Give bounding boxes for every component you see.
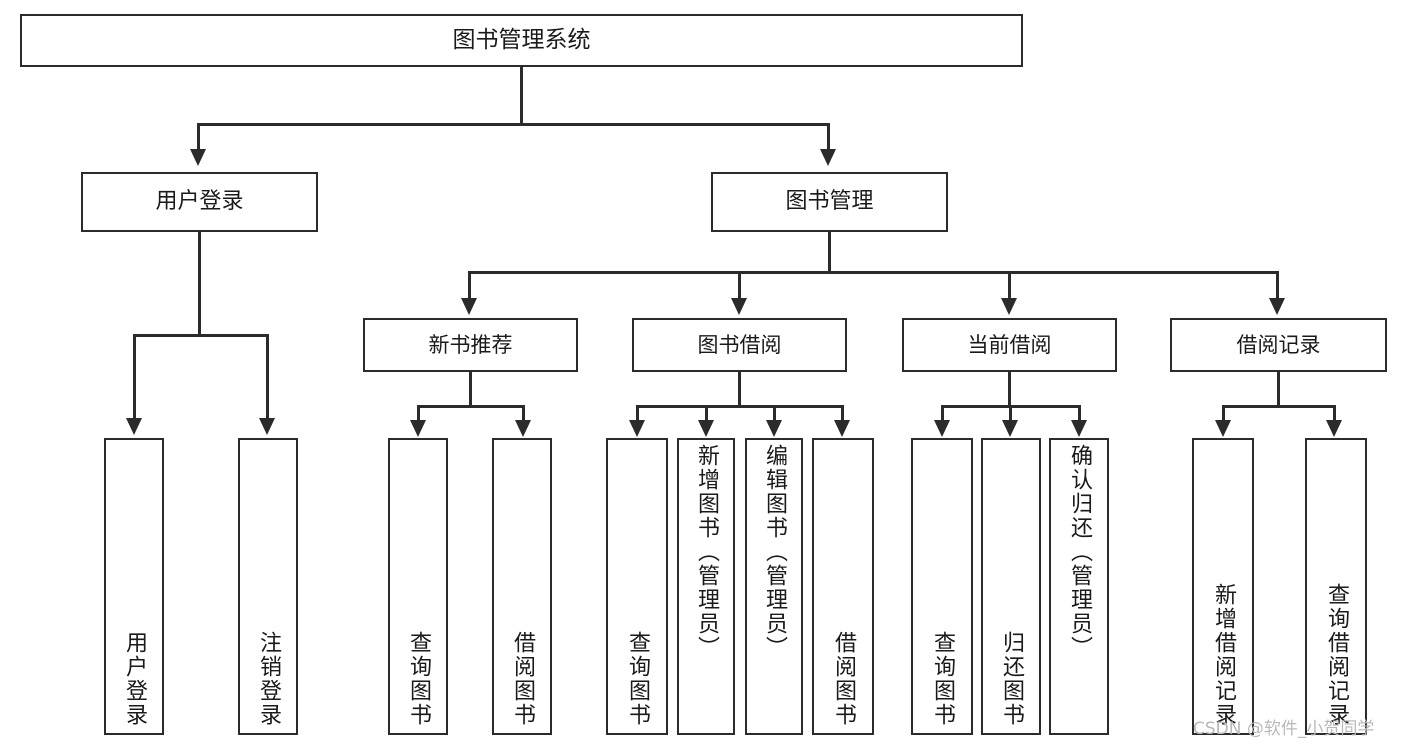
arrow-current-borrow-leaf2: [1002, 420, 1018, 437]
connector-to-book-borrow: [738, 271, 741, 300]
leaf-label: 借阅图书: [510, 631, 535, 727]
arrow-book-borrow-leaf3: [766, 420, 782, 437]
arrow-to-book-borrow: [731, 298, 747, 315]
arrow-user-login-leaf2: [259, 418, 275, 435]
node-label: 图书管理系统: [452, 26, 591, 53]
arrow-new-book-leaf1: [410, 420, 426, 437]
connector-book-manage-bus: [468, 271, 1279, 274]
connector-current-borrow-leaf2: [1009, 405, 1012, 423]
leaf-label: 查询图书: [930, 631, 955, 727]
arrow-borrow-record-leaf2: [1326, 420, 1342, 437]
arrow-new-book-leaf2: [515, 420, 531, 437]
node-label: 借阅记录: [1236, 332, 1321, 357]
connector-borrow-record-stem: [1277, 372, 1280, 408]
node-user-login[interactable]: 用户登录: [81, 172, 318, 232]
arrow-book-borrow-leaf4: [834, 420, 850, 437]
node-label: 当前借阅: [967, 332, 1052, 357]
connector-current-borrow-stem: [1008, 372, 1011, 408]
arrow-book-borrow-leaf1: [629, 420, 645, 437]
node-new-book-recommend[interactable]: 新书推荐: [363, 318, 578, 372]
connector-root-stem: [520, 67, 523, 125]
node-book-borrow[interactable]: 图书借阅: [632, 318, 847, 372]
arrow-to-borrow-record: [1269, 298, 1285, 315]
connector-user-login-leaf2: [266, 334, 269, 420]
csdn-watermark: CSDN @软件_小贺同学: [1193, 719, 1375, 739]
connector-borrow-record-leaf2: [1333, 405, 1336, 423]
node-current-borrow[interactable]: 当前借阅: [902, 318, 1117, 372]
arrow-to-current-borrow: [1001, 298, 1017, 315]
leaf-label: 查询借阅记录: [1324, 583, 1349, 727]
leaf-query-book-current[interactable]: 查询图书: [911, 438, 973, 735]
node-label: 图书借阅: [697, 332, 782, 357]
leaf-add-borrow-record[interactable]: 新增借阅记录: [1192, 438, 1254, 735]
connector-new-book-leaf2: [522, 405, 525, 423]
connector-borrow-record-bus: [1222, 405, 1336, 408]
connector-book-manage-stem: [828, 232, 831, 274]
connector-book-borrow-stem: [738, 372, 741, 408]
connector-user-login-stem: [198, 232, 201, 336]
arrow-user-login-leaf1: [126, 418, 142, 435]
connector-new-book-stem: [469, 372, 472, 408]
leaf-confirm-return-admin[interactable]: 确认归还（管理员）: [1049, 438, 1109, 735]
connector-user-login-bus: [133, 334, 269, 337]
arrow-book-borrow-leaf2: [698, 420, 714, 437]
leaf-user-login[interactable]: 用户登录: [104, 438, 164, 735]
leaf-label: 归还图书: [999, 631, 1024, 727]
leaf-logout-login[interactable]: 注销登录: [238, 438, 298, 735]
connector-root-to-user-login: [197, 123, 200, 151]
arrow-current-borrow-leaf3: [1071, 420, 1087, 437]
node-book-management[interactable]: 图书管理: [711, 172, 948, 232]
leaf-edit-book-admin[interactable]: 编辑图书（管理员）: [745, 438, 803, 735]
connector-borrow-record-leaf1: [1222, 405, 1225, 423]
leaf-label: 借阅图书: [831, 631, 856, 727]
connector-user-login-leaf1: [133, 334, 136, 420]
leaf-query-borrow-record[interactable]: 查询借阅记录: [1305, 438, 1367, 735]
connector-book-borrow-bus: [636, 405, 844, 408]
leaf-query-book[interactable]: 查询图书: [606, 438, 668, 735]
arrow-current-borrow-leaf1: [934, 420, 950, 437]
leaf-label: 查询图书: [625, 631, 650, 727]
leaf-label: 查询图书: [406, 631, 431, 727]
leaf-label: 注销登录: [256, 631, 281, 727]
arrow-root-to-book-manage: [820, 149, 836, 166]
leaf-borrow-book-recommend[interactable]: 借阅图书: [492, 438, 552, 735]
leaf-label: 确认归还（管理员）: [1067, 444, 1092, 660]
connector-current-borrow-leaf1: [941, 405, 944, 423]
leaf-borrow-book[interactable]: 借阅图书: [812, 438, 874, 735]
node-label: 图书管理: [785, 189, 874, 215]
connector-new-book-leaf1: [417, 405, 420, 423]
leaf-return-book[interactable]: 归还图书: [981, 438, 1041, 735]
leaf-label: 编辑图书（管理员）: [762, 444, 787, 660]
connector-to-borrow-record: [1276, 271, 1279, 300]
node-label: 用户登录: [155, 189, 244, 215]
connector-book-borrow-leaf2: [705, 405, 708, 423]
node-label: 新书推荐: [428, 332, 513, 357]
leaf-add-book-admin[interactable]: 新增图书（管理员）: [677, 438, 735, 735]
connector-root-bus: [197, 123, 830, 126]
connector-to-new-book: [468, 271, 471, 300]
connector-to-current-borrow: [1008, 271, 1011, 300]
node-root-system[interactable]: 图书管理系统: [20, 14, 1023, 67]
arrow-to-new-book: [461, 298, 477, 315]
leaf-label: 新增借阅记录: [1211, 583, 1236, 727]
connector-current-borrow-leaf3: [1078, 405, 1081, 423]
arrow-root-to-user-login: [190, 149, 206, 166]
leaf-label: 新增图书（管理员）: [694, 444, 719, 660]
leaf-query-book-recommend[interactable]: 查询图书: [388, 438, 448, 735]
connector-new-book-bus: [417, 405, 525, 408]
connector-book-borrow-leaf4: [841, 405, 844, 423]
arrow-borrow-record-leaf1: [1215, 420, 1231, 437]
node-borrow-record[interactable]: 借阅记录: [1170, 318, 1387, 372]
leaf-label: 用户登录: [122, 631, 147, 727]
connector-book-borrow-leaf1: [636, 405, 639, 423]
connector-root-to-book-manage: [827, 123, 830, 151]
connector-book-borrow-leaf3: [773, 405, 776, 423]
